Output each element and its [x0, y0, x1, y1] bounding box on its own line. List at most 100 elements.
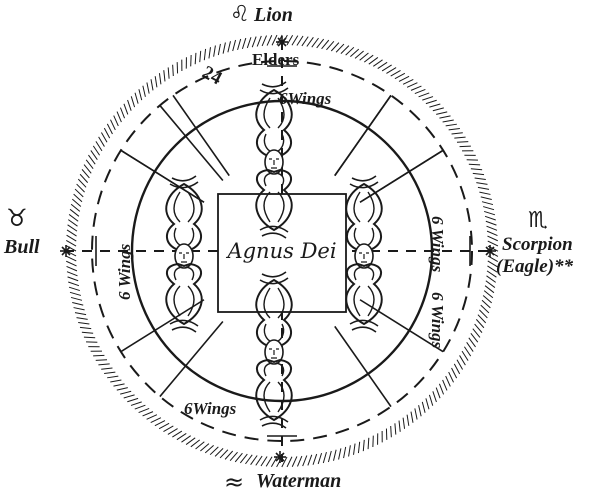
- hatch-tick: [411, 412, 413, 423]
- hatch-tick: [66, 261, 76, 266]
- hatch-tick: [155, 76, 157, 87]
- hatch-tick: [93, 146, 99, 155]
- hatch-tick: [271, 457, 277, 467]
- hatch-tick: [449, 372, 454, 382]
- hatch-tick: [127, 398, 138, 401]
- hatch-tick: [443, 380, 447, 390]
- hatch-tick: [151, 418, 161, 423]
- hatch-tick: [86, 160, 93, 169]
- hatch-tick: [475, 178, 486, 180]
- hatch-tick: [68, 220, 77, 227]
- hatch-tick: [131, 402, 142, 406]
- hatch-tick: [84, 165, 91, 174]
- hatch-tick: [251, 455, 258, 464]
- hatch-tick: [436, 112, 447, 115]
- hatch-tick: [214, 46, 216, 57]
- sign-label-bull: Bull: [4, 236, 40, 259]
- hatch-tick: [99, 137, 105, 147]
- hatch-tick: [336, 44, 344, 52]
- hatch-tick: [267, 35, 272, 45]
- hatch-tick: [323, 452, 326, 463]
- hatch-tick: [110, 120, 115, 130]
- hatch-tick: [297, 36, 303, 46]
- hatch-tick: [117, 388, 128, 391]
- hatch-tick: [77, 318, 88, 320]
- leo-sign-icon: ♌: [230, 2, 250, 27]
- hatch-tick: [462, 351, 468, 361]
- hatch-tick: [403, 418, 404, 429]
- hatch-tick: [238, 39, 241, 50]
- hatch-tick: [382, 65, 392, 71]
- hatch-tick: [67, 272, 78, 276]
- hatch-tick: [88, 155, 95, 164]
- hatch-tick: [484, 211, 495, 214]
- hatch-tick: [69, 287, 80, 290]
- hatch-tick: [452, 368, 457, 378]
- hatch-tick: [247, 37, 251, 48]
- hatch-tick: [107, 376, 118, 378]
- hatch-tick: [415, 89, 426, 93]
- hatch-tick: [147, 82, 149, 93]
- scorpio-sign-icon: ♏: [528, 208, 548, 233]
- hatch-tick: [334, 450, 337, 461]
- hatch-tick: [476, 183, 487, 185]
- hatch-tick: [331, 43, 339, 51]
- hatch-tick: [77, 184, 85, 192]
- hatch-tick: [120, 391, 131, 394]
- hatch-tick: [454, 364, 459, 374]
- hatch-tick: [369, 57, 378, 64]
- hatch-tick: [257, 36, 261, 47]
- hatch-tick: [395, 423, 396, 434]
- hatch-tick: [439, 116, 450, 118]
- hatch-tick: [415, 408, 417, 419]
- hatch-tick: [481, 305, 489, 313]
- hatch-tick: [471, 169, 482, 170]
- hatch-tick: [391, 426, 392, 437]
- hatch-tick: [68, 225, 77, 231]
- hatch-tick: [411, 86, 421, 90]
- hatch-tick: [360, 53, 369, 60]
- agnus-dei-label: Agnus Dei: [225, 239, 336, 263]
- hatch-tick: [75, 189, 83, 197]
- hatch-tick: [478, 315, 486, 323]
- hatch-tick: [191, 440, 200, 447]
- hatch-tick: [177, 433, 186, 439]
- hatch-tick: [128, 100, 132, 111]
- hatch-tick: [378, 62, 387, 68]
- hatch-tick: [487, 271, 496, 277]
- hatch-tick: [429, 395, 432, 406]
- hatch-tick: [292, 456, 297, 466]
- hatch-tick: [228, 41, 231, 52]
- hatch-tick: [354, 444, 356, 455]
- hatch-tick: [443, 120, 454, 122]
- hatch-tick: [67, 266, 77, 270]
- hatch-tick: [66, 240, 76, 246]
- hatch-tick: [467, 342, 474, 351]
- hatch-tick: [235, 453, 242, 462]
- hatch-tick: [139, 89, 142, 100]
- hatch-tick: [220, 450, 228, 458]
- sign-label-eagle-note: (Eagle)**: [496, 256, 573, 278]
- hatch-tick: [464, 347, 470, 356]
- hatch-tick: [71, 204, 80, 211]
- hatch-tick: [200, 51, 201, 62]
- hatch-tick: [110, 380, 121, 382]
- hatch-tick: [399, 421, 400, 432]
- hatch-tick: [297, 456, 301, 466]
- elder-spoke: [335, 326, 391, 406]
- hatch-tick: [486, 281, 495, 288]
- hatch-tick: [124, 104, 128, 115]
- hatch-tick: [245, 455, 252, 464]
- hatch-tick: [407, 415, 409, 426]
- hatch-tick: [469, 338, 476, 347]
- sign-label-waterman: Waterman: [256, 470, 341, 493]
- hatch-tick: [164, 70, 165, 81]
- hatch-tick: [349, 445, 351, 456]
- elder-spoke: [335, 95, 391, 175]
- hatch-tick: [101, 368, 112, 369]
- hatch-tick: [346, 47, 354, 55]
- hatch-tick: [70, 209, 79, 216]
- hatch-tick: [407, 83, 417, 88]
- hatch-tick: [313, 454, 317, 465]
- hatch-tick: [68, 282, 79, 286]
